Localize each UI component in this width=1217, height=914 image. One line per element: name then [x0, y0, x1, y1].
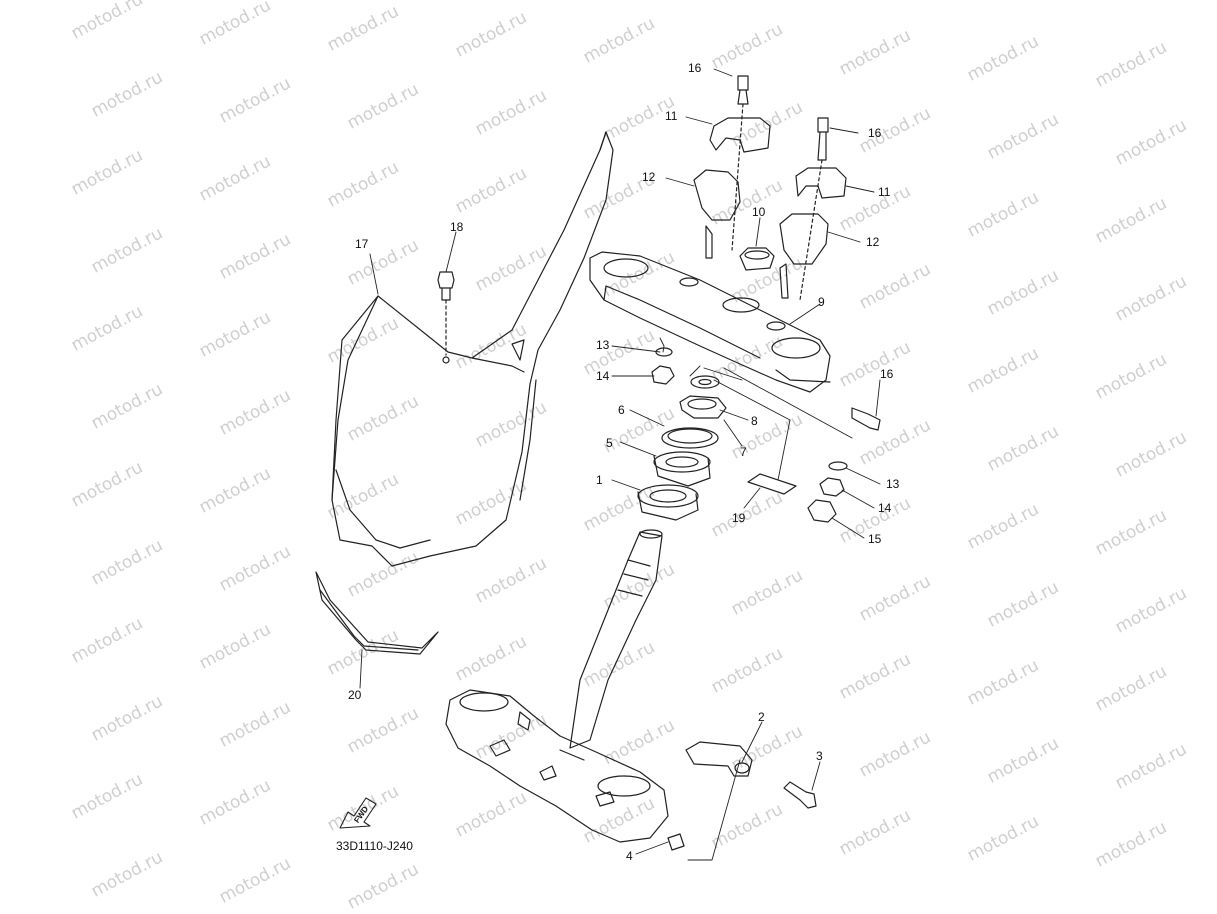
- callout-pointers: [359, 68, 881, 855]
- number-plate: [331, 131, 614, 567]
- fwd-arrow-icon: FWD: [339, 797, 377, 829]
- callout-3: 3: [816, 749, 823, 763]
- callout-15: 15: [868, 532, 882, 546]
- callout-18: 18: [450, 220, 464, 234]
- callout-5: 5: [606, 436, 613, 450]
- callout-14: 14: [596, 369, 610, 383]
- callout-16: 16: [880, 367, 894, 381]
- callout-1: 1: [596, 473, 603, 487]
- lower-bracket: [445, 689, 669, 843]
- callout-11: 11: [665, 109, 678, 123]
- nut-10: [739, 247, 775, 271]
- callout-7: 7: [740, 445, 747, 459]
- callout-12: 12: [642, 170, 656, 184]
- callout-16: 16: [868, 126, 882, 140]
- washer-nut-right: [807, 407, 881, 523]
- callout-17: 17: [355, 237, 369, 251]
- callout-4: 4: [626, 849, 633, 863]
- callout-12: 12: [866, 235, 880, 249]
- bolt-18: [437, 271, 455, 364]
- callout-10: 10: [752, 205, 766, 219]
- callout-2: 2: [758, 710, 765, 724]
- callout-11: 11: [878, 185, 891, 199]
- fwd-label: FWD: [352, 804, 370, 824]
- callout-8: 8: [751, 414, 758, 428]
- callout-6: 6: [618, 403, 625, 417]
- callout-19: 19: [732, 511, 746, 525]
- callout-16: 16: [688, 61, 702, 75]
- cable-clamp: [667, 741, 817, 851]
- steering-nuts: [679, 375, 727, 419]
- callout-14: 14: [878, 501, 892, 515]
- handlebar-holder-left: [693, 75, 771, 259]
- bearings: [637, 427, 719, 521]
- callout-9: 9: [818, 295, 825, 309]
- callout-13: 13: [886, 477, 900, 491]
- washer-nut-left: [651, 347, 675, 385]
- callout-13: 13: [596, 338, 610, 352]
- sticker-19: [747, 473, 797, 495]
- diagram-code: 33D1110-J240: [336, 839, 413, 853]
- fender-guard: [315, 571, 439, 655]
- callout-20: 20: [348, 688, 362, 702]
- upper-bracket: [589, 251, 831, 393]
- steering-stem: [569, 529, 663, 749]
- handlebar-holder-right: [779, 117, 847, 301]
- leader-lines: [659, 337, 853, 861]
